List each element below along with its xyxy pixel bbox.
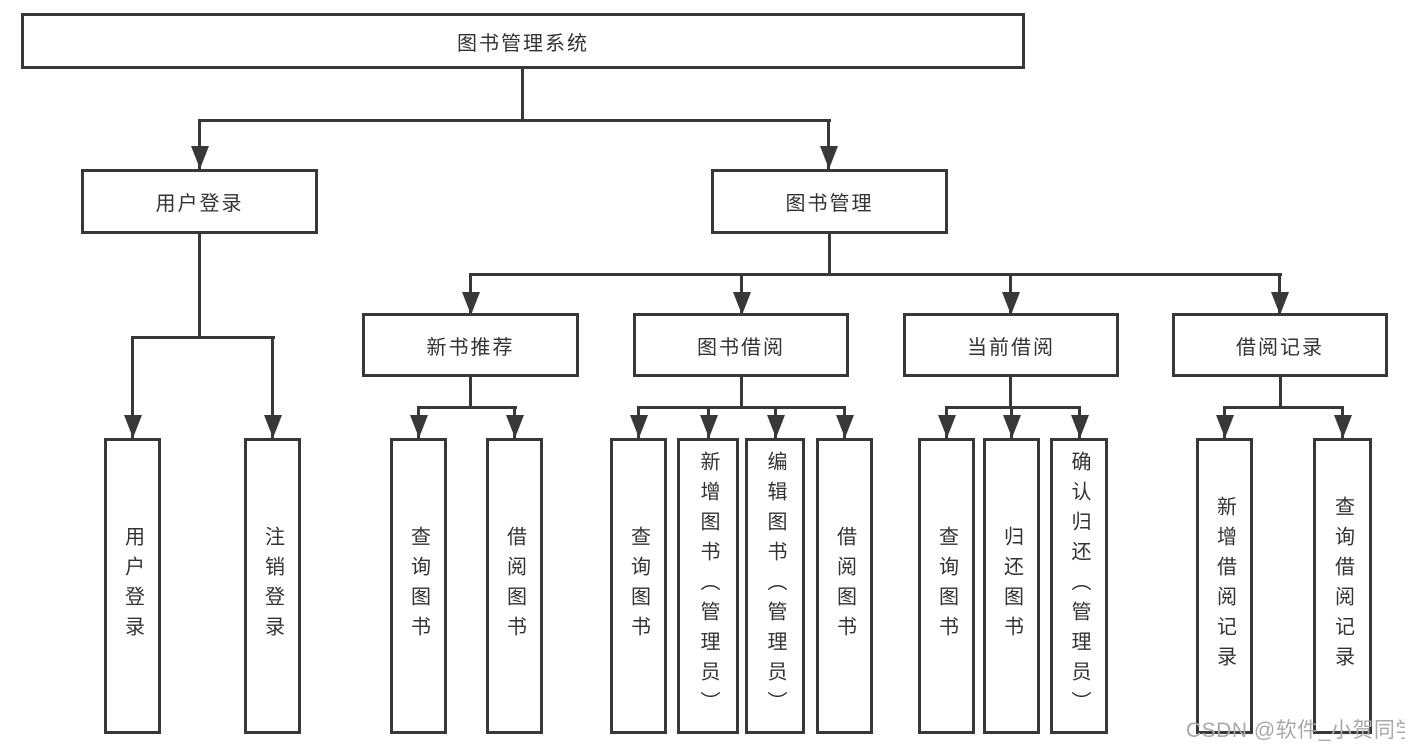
node-user-login: 用户登录 (81, 169, 318, 234)
connector-line (828, 233, 831, 276)
node-book-borrowing: 图书借阅 (633, 313, 849, 377)
node-label: 用户登录 (155, 193, 244, 215)
leaf-confirm-return-admin: 确认归还（管理员） (1050, 438, 1108, 734)
leaf-label: 借阅图书 (503, 526, 526, 646)
leaf-label: 用户登录 (121, 526, 144, 646)
leaf-return-books: 归还图书 (983, 438, 1040, 734)
connector-arrow (198, 121, 201, 169)
leaf-query-books-borrowing: 查询图书 (610, 438, 667, 734)
leaf-borrow-books: 借阅图书 (816, 438, 873, 734)
leaf-label: 查询图书 (627, 526, 650, 646)
leaf-label: 新增借阅记录 (1213, 496, 1236, 676)
connector-line (469, 376, 472, 409)
leaf-label: 查询图书 (407, 526, 430, 646)
connector-arrow (469, 275, 472, 315)
leaf-label: 确认归还（管理员） (1068, 451, 1090, 721)
connector-line (469, 273, 1282, 276)
node-current-borrowing: 当前借阅 (903, 313, 1119, 377)
connector-arrow (271, 338, 274, 438)
leaf-edit-books-admin: 编辑图书（管理员） (745, 438, 805, 734)
leaf-label: 编辑图书（管理员） (764, 451, 786, 721)
connector-arrow (827, 121, 830, 169)
leaf-query-books-recommend: 查询图书 (390, 438, 447, 734)
node-label: 新书推荐 (426, 336, 515, 359)
leaf-label: 注销登录 (261, 526, 284, 646)
connector-arrow (1278, 275, 1281, 315)
connector-line (1223, 406, 1344, 409)
leaf-query-books-current: 查询图书 (918, 438, 975, 734)
leaf-label: 查询图书 (935, 526, 958, 646)
node-label: 借阅记录 (1236, 336, 1324, 359)
connector-line (637, 406, 846, 409)
connector-arrow (417, 408, 420, 438)
node-borrowing-records: 借阅记录 (1172, 313, 1388, 377)
connector-arrow (1223, 408, 1226, 438)
leaf-label: 新增图书（管理员） (697, 451, 719, 721)
connector-arrow (1010, 408, 1013, 438)
connector-line (1009, 376, 1012, 409)
connector-line (131, 336, 275, 339)
connector-arrow (513, 408, 516, 438)
connector-line (740, 376, 743, 409)
connector-line (198, 119, 831, 122)
connector-arrow (1078, 408, 1081, 438)
leaf-borrow-books-recommend: 借阅图书 (486, 438, 543, 734)
connector-arrow (1009, 275, 1012, 315)
connector-line (945, 406, 1081, 409)
leaf-label: 归还图书 (1000, 526, 1023, 646)
connector-arrow (131, 338, 134, 438)
connector-arrow (707, 408, 710, 438)
leaf-user-login: 用户登录 (104, 438, 161, 734)
connector-line (1279, 376, 1282, 409)
leaf-add-borrow-record: 新增借阅记录 (1196, 438, 1253, 734)
node-label: 图书管理 (785, 193, 874, 215)
connector-arrow (843, 408, 846, 438)
connector-arrow (637, 408, 640, 438)
leaf-label: 查询借阅记录 (1331, 496, 1354, 676)
connector-arrow (774, 408, 777, 438)
csdn-watermark: CSDN @软件_小贺同学 (1186, 719, 1405, 742)
node-label: 图书管理系统 (457, 32, 589, 55)
connector-line (198, 233, 201, 339)
connector-line (417, 406, 517, 409)
node-label: 图书借阅 (697, 336, 785, 359)
connector-arrow (1341, 408, 1344, 438)
connector-arrow (945, 408, 948, 438)
leaf-add-books-admin: 新增图书（管理员） (677, 438, 739, 734)
leaf-logout: 注销登录 (244, 438, 301, 734)
leaf-label: 借阅图书 (833, 526, 856, 646)
node-book-management: 图书管理 (711, 169, 948, 234)
leaf-query-borrow-record: 查询借阅记录 (1313, 438, 1372, 734)
connector-line (521, 68, 524, 122)
node-library-management-system: 图书管理系统 (21, 13, 1025, 69)
connector-arrow (740, 275, 743, 315)
node-new-book-recommend: 新书推荐 (362, 313, 579, 377)
node-label: 当前借阅 (967, 336, 1055, 359)
